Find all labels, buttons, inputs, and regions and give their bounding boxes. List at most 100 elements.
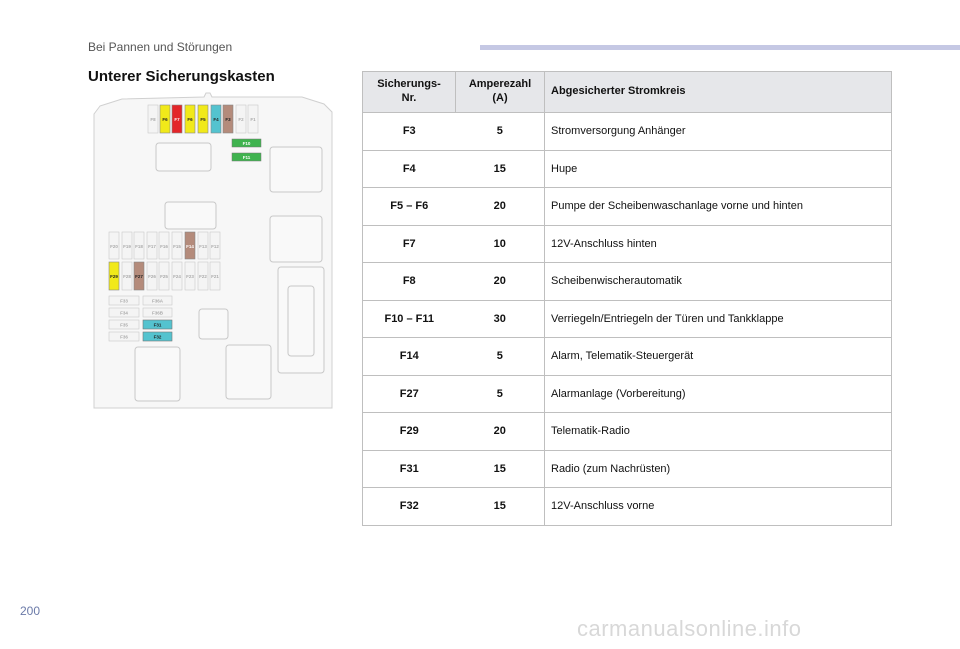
fuse-label-f25: F25	[160, 274, 168, 279]
amperage: 15	[455, 149, 545, 188]
relay-box	[287, 285, 315, 357]
fuse-f8	[159, 104, 171, 134]
relay-box	[225, 344, 272, 400]
fuse-label-f21: F21	[211, 274, 219, 279]
fuse-label-f22: F22	[199, 274, 207, 279]
watermark[interactable]: carmanualsonline.info	[577, 616, 802, 641]
circuit: Pumpe der Scheibenwaschanlage vorne und …	[544, 187, 892, 226]
fuse-label-f26: F26	[148, 274, 156, 279]
col-header-fuse-no: Sicherungs- Nr.	[362, 71, 456, 113]
fuse-f3	[222, 104, 234, 134]
fuse-f14	[184, 231, 196, 260]
circuit: Verriegeln/Entriegeln der Türen und Tank…	[544, 299, 892, 338]
fuse-label-f8: F6	[162, 117, 168, 122]
fuse-label-f12: F12	[211, 244, 219, 249]
fuse-label-f31: F31	[154, 323, 162, 328]
page-title: Unterer Sicherungskasten	[88, 68, 275, 85]
fuse-label-f19: F19	[123, 244, 131, 249]
middle-fuse-row: F20 F19 F18 F17 F16 F15 F14 F13 F12	[108, 231, 221, 260]
section-header: Bei Pannen und Störungen	[88, 40, 233, 54]
fuse-f7	[171, 104, 183, 134]
circuit: 12V-Anschluss vorne	[544, 487, 892, 526]
amperage: 15	[455, 449, 545, 488]
fuse-no: F29	[362, 412, 456, 451]
amperage: 10	[455, 224, 545, 263]
circuit: Stromversorgung Anhänger	[544, 112, 892, 151]
page-number: 200	[20, 604, 41, 618]
fuse-f29	[108, 261, 120, 291]
fuse-label-f24: F24	[173, 274, 181, 279]
fuse-no: F31	[362, 449, 456, 488]
fuse-label-f1: F1	[250, 117, 256, 122]
col-header-circuit: Abgesicherter Stromkreis	[544, 71, 892, 113]
col-header-amperage: Amperezahl (A)	[455, 71, 545, 113]
fuse-label-f36a: F36A	[152, 299, 164, 304]
fuse-no: F5 – F6	[362, 187, 456, 226]
amperage: 20	[455, 262, 545, 301]
circuit: Radio (zum Nachrüsten)	[544, 449, 892, 488]
amperage: 30	[455, 299, 545, 338]
fuse-no: F7	[362, 224, 456, 263]
fuse-label-f15: F15	[173, 244, 181, 249]
fuse-label-f18: F18	[135, 244, 143, 249]
fuse-label-f32: F32	[154, 335, 162, 340]
lower-list-fuses: F33 F34 F35 F36 F36A F36B F31 F32	[108, 295, 173, 342]
circuit: Scheibenwischerautomatik	[544, 262, 892, 301]
fuse-label-f4: F4	[213, 117, 219, 122]
fuse-label-f2: F2	[238, 117, 244, 122]
fuse-label-f28: F28	[123, 274, 131, 279]
amperage: 20	[455, 187, 545, 226]
relay-box	[269, 215, 323, 263]
amperage: 5	[455, 374, 545, 413]
amperage: 20	[455, 412, 545, 451]
fuse-table: Sicherungs- Nr. Amperezahl (A) Abgesiche…	[362, 71, 892, 526]
fuse-f27	[133, 261, 145, 291]
fuse-label-f7: F7	[174, 117, 180, 122]
fuse-label-f35: F35	[120, 323, 128, 328]
fuse-no: F8	[362, 262, 456, 301]
fuse-label-f17: F17	[148, 244, 156, 249]
fuse-label-f5: F5	[200, 117, 206, 122]
fuse-label-f23: F23	[186, 274, 194, 279]
fuse-no: F10 – F11	[362, 299, 456, 338]
fuse-f1	[247, 104, 259, 134]
fuse-label-f13: F13	[199, 244, 207, 249]
relay-box	[164, 201, 217, 230]
fuse-label-f34: F34	[120, 311, 128, 316]
fuse-label-f29: F29	[110, 274, 118, 279]
fuse-label-f16: F16	[160, 244, 168, 249]
fuse-no: F4	[362, 149, 456, 188]
fuse-label-f10: F10	[243, 141, 251, 146]
amperage: 5	[455, 112, 545, 151]
fuse-label-f20: F20	[110, 244, 118, 249]
fuse-f8-grey	[147, 104, 159, 134]
fuse-f5	[197, 104, 209, 134]
fuse-f31	[142, 319, 173, 330]
top-fuse-row: F8 F6 F7 F6 F5 F4 F3 F2 F1	[147, 104, 259, 134]
fuse-box-diagram: F8 F6 F7 F6 F5 F4 F3 F2 F1 F10 F11 F20 F…	[93, 92, 333, 409]
fuse-f2	[235, 104, 247, 134]
table-header-row: Sicherungs- Nr. Amperezahl (A) Abgesiche…	[362, 71, 892, 113]
fuse-label-f6: F6	[187, 117, 193, 122]
fuse-label-f36b: F36B	[152, 311, 164, 316]
fuse-label-f33: F33	[120, 299, 128, 304]
circuit: 12V-Anschluss hinten	[544, 224, 892, 263]
fuse-label-f8-grey: F8	[150, 117, 156, 122]
fuse-label-f11: F11	[243, 155, 251, 160]
amperage: 15	[455, 487, 545, 526]
fuse-no: F14	[362, 337, 456, 376]
fuse-f10	[231, 138, 262, 148]
circuit: Alarm, Telematik-Steuergerät	[544, 337, 892, 376]
lower-fuse-row: F29 F28 F27 F26 F25 F24 F23 F22 F21	[108, 261, 221, 291]
circuit: Telematik-Radio	[544, 412, 892, 451]
relay-box	[155, 142, 212, 172]
fuse-f4	[210, 104, 222, 134]
fuse-no: F32	[362, 487, 456, 526]
